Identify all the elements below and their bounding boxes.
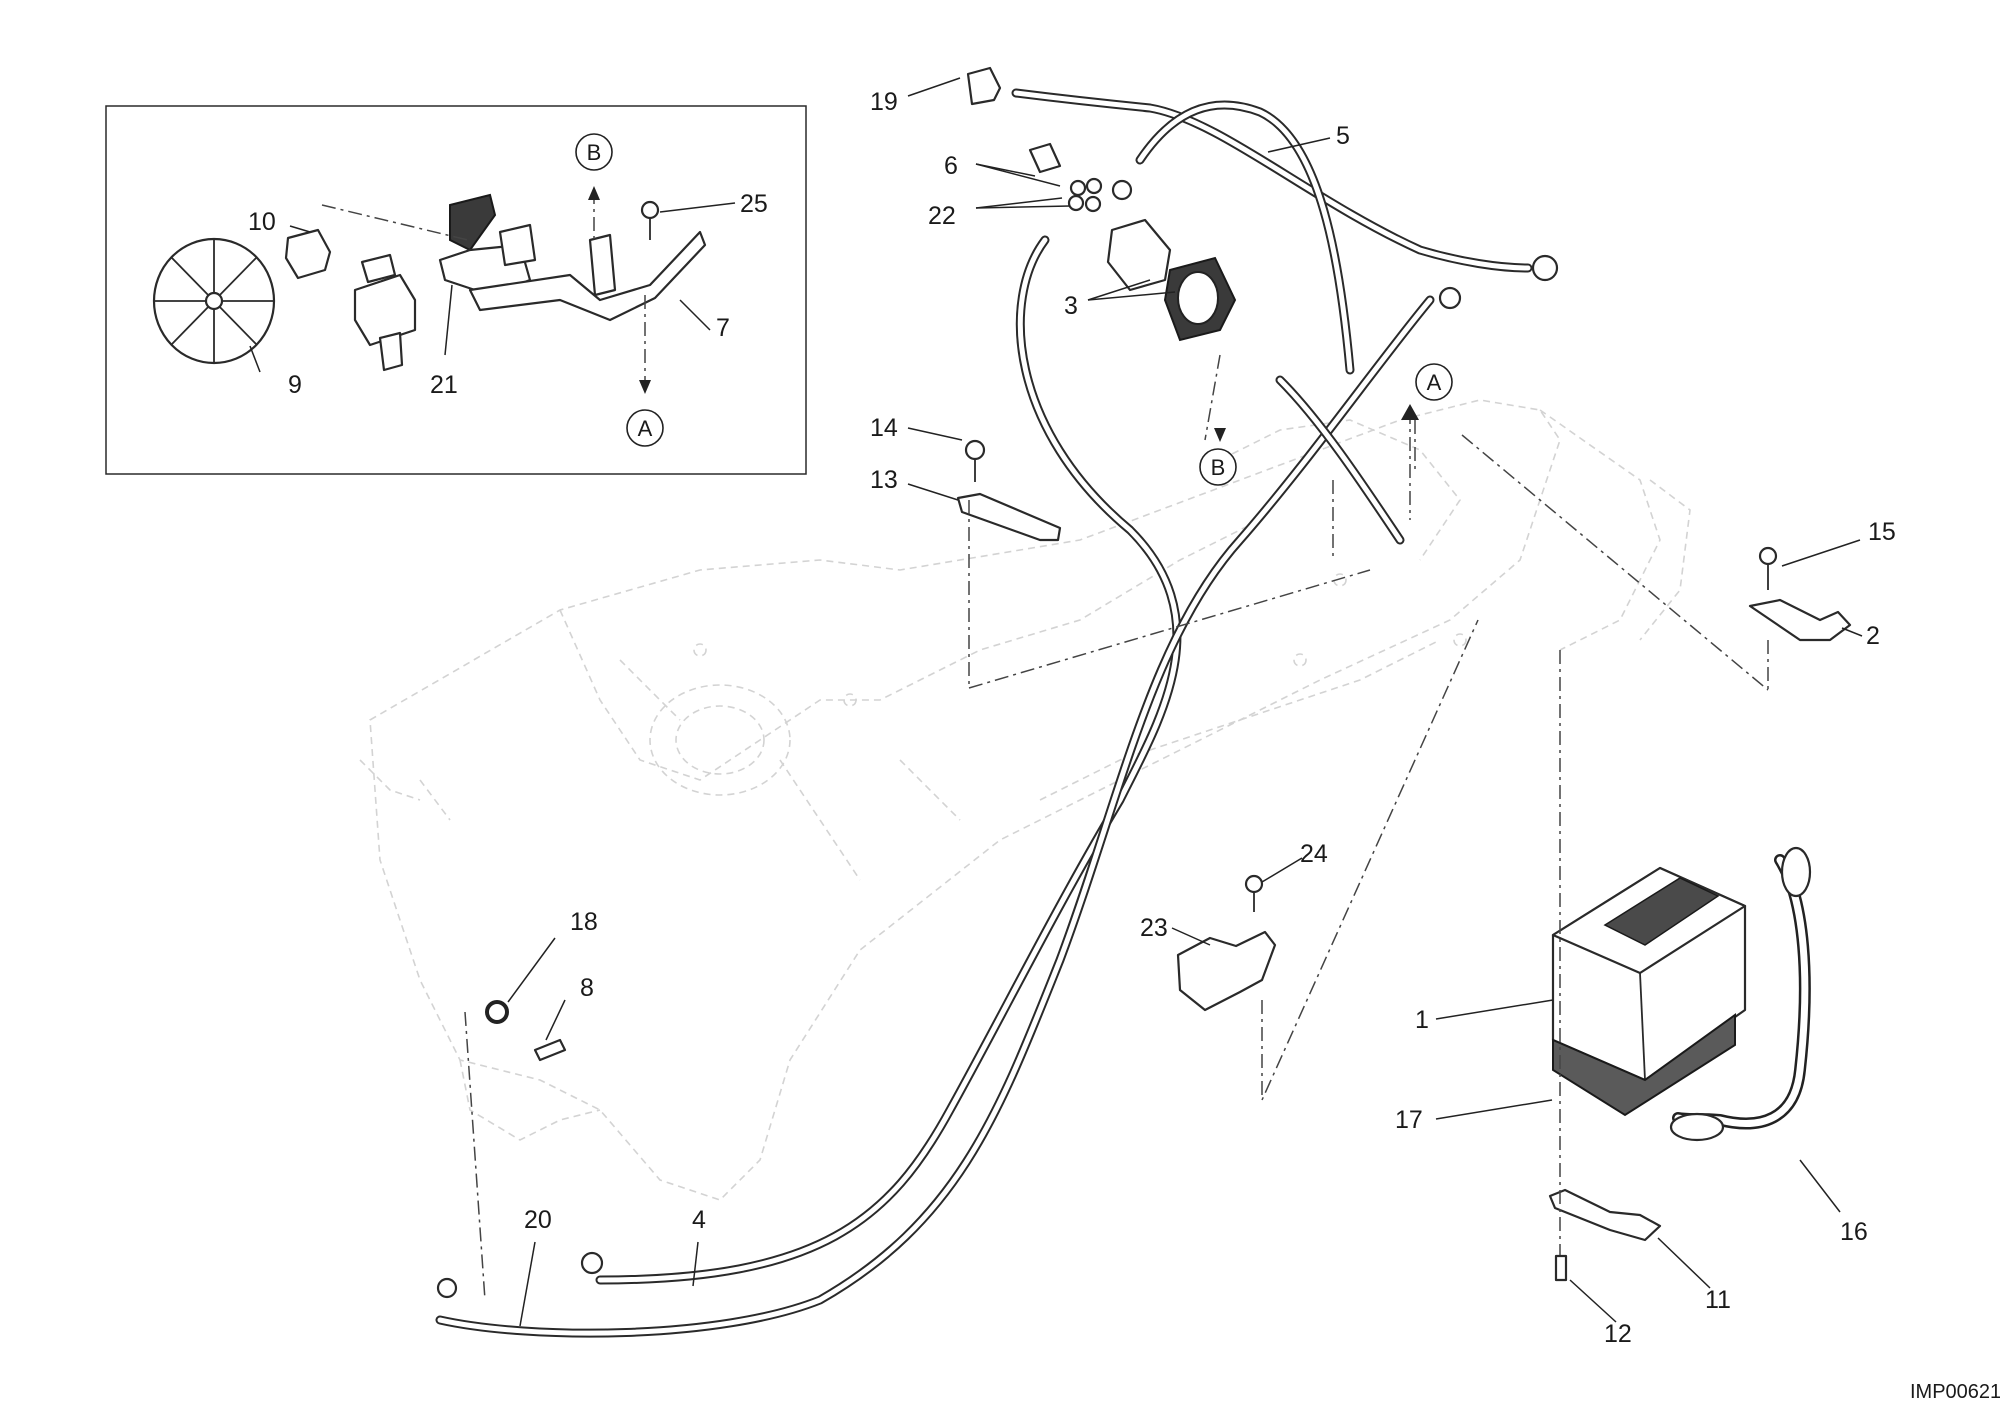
callout-24: 24 [1300,840,1328,868]
callout-inset-25: 25 [740,190,768,218]
svg-text:A: A [1427,370,1442,395]
left-fastener-part [485,1000,567,1062]
callout-15: 15 [1868,518,1896,546]
terminal-ends [436,254,1559,1299]
callout-inset-21: 21 [430,371,458,399]
callout-20: 20 [524,1206,552,1234]
callout-18: 18 [570,908,598,936]
callout-5: 5 [1336,122,1350,150]
inset-holder-part [438,193,537,297]
callout-13: 13 [870,466,898,494]
right-bracket-part [1748,546,1852,642]
callout-23: 23 [1140,914,1168,942]
callout-11: 11 [1705,1286,1731,1314]
inset-bracket-part [468,230,707,322]
callout-inset-9: 9 [288,371,302,399]
lower-bracket-part [1548,1188,1662,1282]
svg-text:B: B [587,140,602,165]
ref-circle-a: A [1415,363,1453,401]
svg-text:B: B [1211,455,1226,480]
callout-14: 14 [870,414,898,442]
inset-ref-b: B [575,133,613,171]
callout-17: 17 [1395,1106,1423,1134]
callout-inset-10: 10 [248,208,276,236]
callout-12: 12 [1604,1320,1632,1348]
callout-1: 1 [1415,1006,1429,1034]
construction-lines [464,354,1769,1301]
image-code: IMP00621 [1910,1381,2000,1403]
inset-panel: 10 9 21 7 25 B A [105,105,807,475]
ref-circle-b: B [1199,448,1237,486]
callout-3: 3 [1064,292,1078,320]
callout-4: 4 [692,1206,706,1234]
callout-16: 16 [1840,1218,1868,1246]
battery-part [1551,866,1747,1117]
inset-cap-part [284,228,332,280]
inset-ref-a: A [626,409,664,447]
inset-disc-part [152,237,276,365]
small-parts [1067,177,1133,213]
inset-switch-part [353,253,417,372]
callout-6: 6 [944,152,958,180]
callout-2: 2 [1866,622,1880,650]
connector-part [966,66,1062,174]
inset-screw-part [640,200,660,240]
cable-tie-part [956,439,1062,542]
callout-19: 19 [870,88,898,116]
strap-part [1669,846,1812,1142]
inset-border [105,105,807,475]
relay-part [1106,218,1237,342]
cables [435,88,1533,1338]
svg-text:A: A [638,416,653,441]
callout-8: 8 [580,974,594,1002]
mid-bracket-part [1176,874,1277,1012]
callout-inset-7: 7 [716,314,730,342]
callout-22: 22 [928,202,956,230]
callouts: 19 6 22 5 3 14 13 15 2 24 23 18 8 1 17 2… [524,88,1896,1348]
leader-lines [507,77,1863,1327]
frame-outline [359,399,1691,1201]
